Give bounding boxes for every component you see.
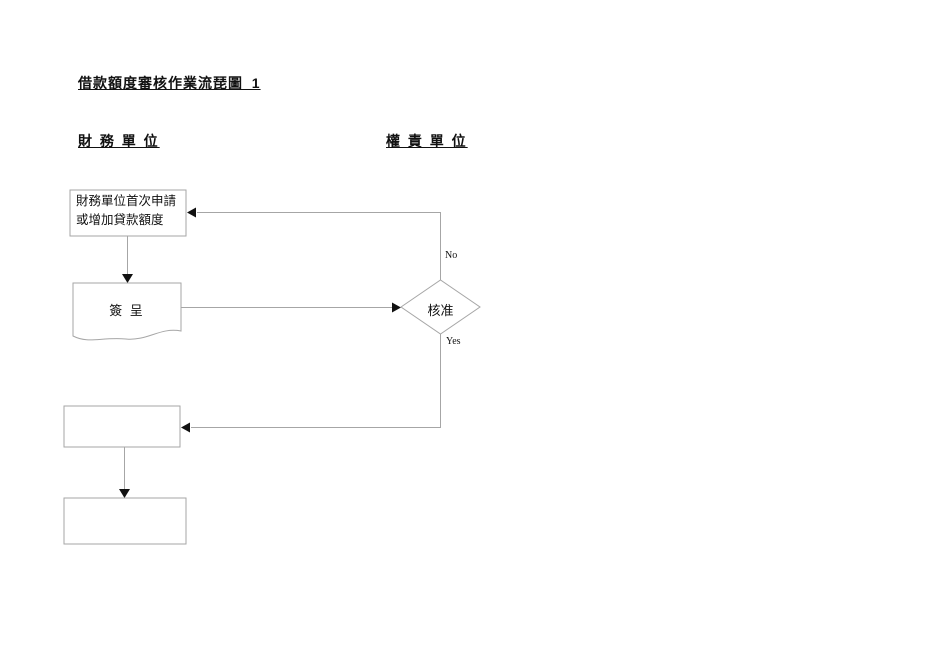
process-box-apply-label: 財務單位首次申請或增加貸款額度 [76,192,186,230]
process-box-apply [69,189,187,237]
arrowhead-no-into-applybox [187,207,196,218]
arrowhead-yes-into-resultbox1 [181,422,190,433]
document-shape-memo [72,282,182,341]
apply-label-line2: 或增加貸款額度 [76,213,164,227]
column-header-authority-unit: 權 責 單 位 [386,133,468,149]
arrowhead-into-diamond [392,302,401,313]
column-header-finance-unit: 財 務 單 位 [78,133,160,149]
edge-label-no: No [445,250,458,261]
connector-no-branch [197,212,441,280]
arrowhead-into-document [122,274,133,283]
edge-label-yes: Yes [446,336,461,347]
document-memo-label: 簽 呈 [109,303,145,318]
page-title: 借款額度審核作業流琵圖_1 [78,75,261,91]
connector-yes-branch [191,334,441,428]
decision-diamond-approve [400,279,481,335]
apply-label-line1: 財務單位首次申請 [76,194,177,208]
arrowhead-into-resultbox2 [119,489,130,498]
process-box-result-1 [63,405,181,448]
process-box-result-2 [63,497,187,545]
decision-approve-label: 核准 [427,303,454,318]
